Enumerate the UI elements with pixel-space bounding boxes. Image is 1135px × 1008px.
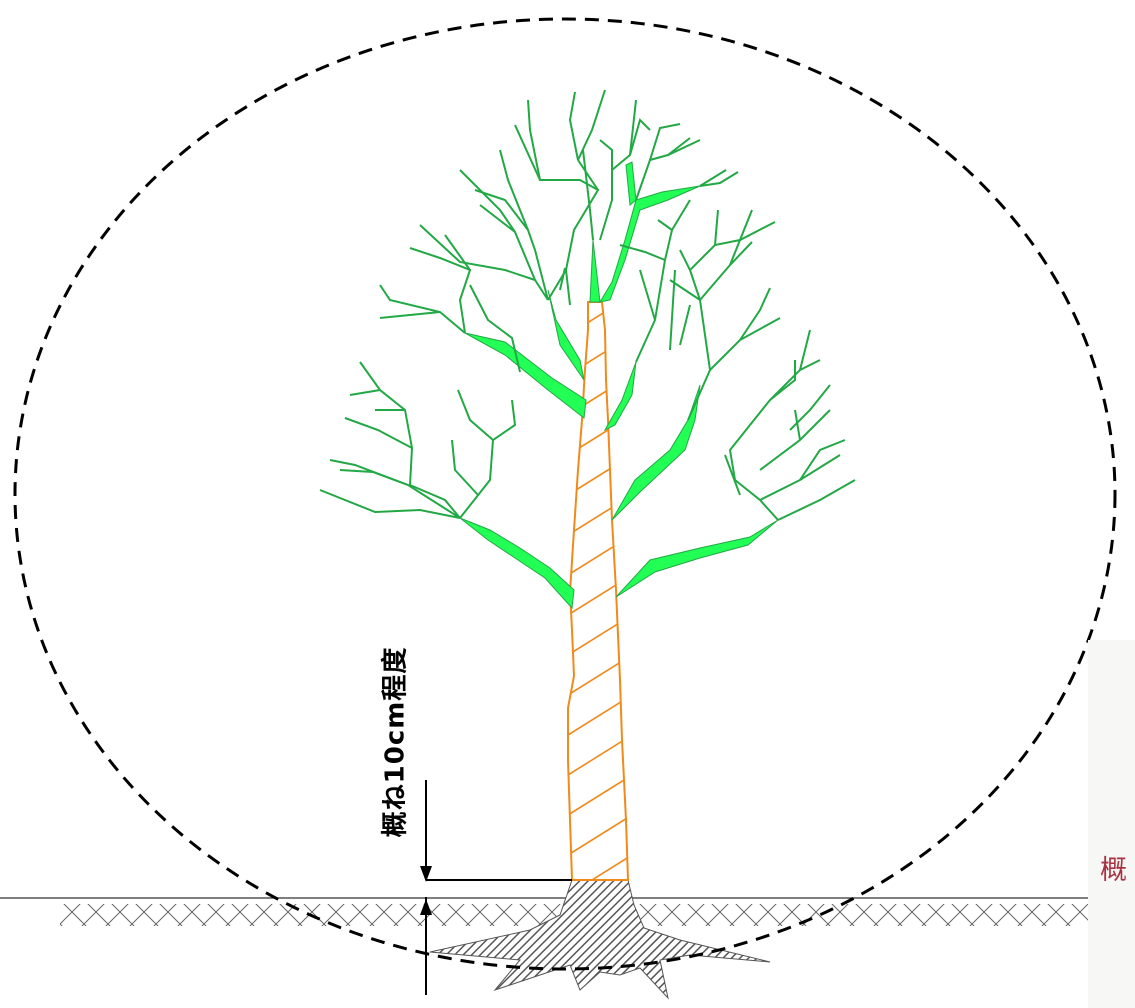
- thin-branches: [319, 89, 856, 521]
- crown-outline: [13, 17, 1117, 971]
- arrow-down-icon: [420, 866, 432, 882]
- arrow-up-icon: [420, 899, 432, 915]
- trunk: [567, 301, 630, 881]
- height-annotation-label: 概ね10cm程度: [380, 646, 411, 838]
- main-limbs: [459, 161, 779, 610]
- cropped-side-text: 概: [1100, 855, 1127, 886]
- cropped-side-panel: [1088, 640, 1135, 1008]
